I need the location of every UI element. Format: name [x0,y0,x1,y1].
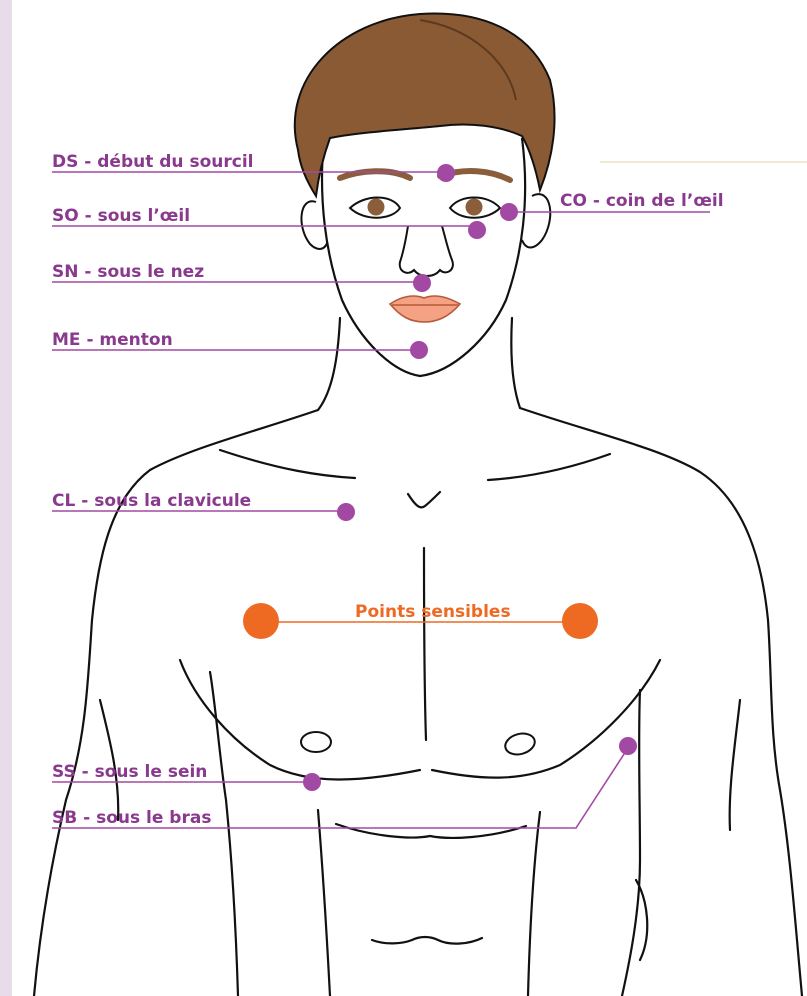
right-iris [466,199,483,216]
body-outline [34,318,802,996]
point-so [468,221,486,239]
right-ear [522,194,550,247]
point-ss [303,773,321,791]
point-cl [337,503,355,521]
left-nipple [301,732,331,752]
point-ds [437,164,455,182]
label-ss: SS - sous le sein [52,762,207,782]
left-iris [368,199,385,216]
point-me [410,341,428,359]
sensitive-point-right [562,603,598,639]
point-sb [619,737,637,755]
right-nipple [503,730,537,757]
point-co [500,203,518,221]
label-co: CO - coin de l’œil [560,191,724,211]
label-so: SO - sous l’œil [52,206,190,226]
label-cl: CL - sous la clavicule [52,491,251,511]
label-sn: SN - sous le nez [52,262,204,282]
label-ds: DS - début du sourcil [52,152,253,172]
point-sn [413,274,431,292]
label-sb: SB - sous le bras [52,808,211,828]
sensitive-point-left [243,603,279,639]
label-me: ME - menton [52,330,173,350]
label-sensitive: Points sensibles [355,602,511,622]
